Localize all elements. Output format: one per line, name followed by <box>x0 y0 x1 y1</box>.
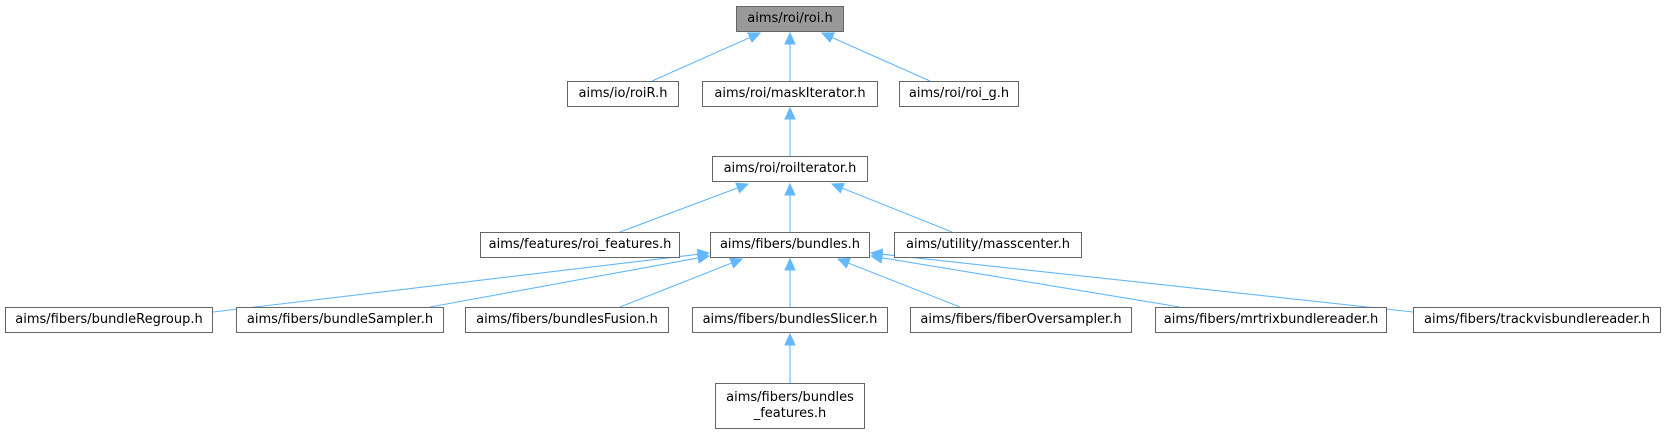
edge-trackvisbundlereader-to-bundles-arrowhead <box>869 248 884 260</box>
edge-bundlesFusion-to-bundles <box>619 262 732 308</box>
node-bundleRegroup-h[interactable]: aims/fibers/bundleRegroup.h <box>5 307 213 333</box>
node-mrtrixbundlereader-h[interactable]: aims/fibers/mrtrixbundlereader.h <box>1155 307 1387 333</box>
node-bundlesSlicer-h[interactable]: aims/fibers/bundlesSlicer.h <box>692 307 888 333</box>
node-masscenter-h[interactable]: aims/utility/masscenter.h <box>894 232 1082 258</box>
edge-bundleSampler-to-bundles-arrowhead <box>696 252 711 264</box>
edge-roi-features-to-roiIterator <box>619 187 738 233</box>
edge-roiR-to-roi <box>651 36 751 82</box>
edge-mrtrixbundlereader-to-bundles <box>881 257 1181 308</box>
edge-masscenter-to-roiIterator-arrowhead <box>830 182 845 194</box>
edge-bundles-to-roiIterator-arrowhead <box>784 182 796 196</box>
node-fiberOversampler-h[interactable]: aims/fibers/fiberOversampler.h <box>910 307 1132 333</box>
edge-bundles-features-to-bundlesSlicer-arrowhead <box>784 332 796 346</box>
edge-roi-g-to-roi <box>831 36 931 82</box>
node-roi-g-h[interactable]: aims/roi/roi_g.h <box>899 81 1019 107</box>
node-bundleSampler-h[interactable]: aims/fibers/bundleSampler.h <box>236 307 444 333</box>
edge-fiberOversampler-to-bundles-arrowhead <box>836 257 851 269</box>
edge-roiIterator-to-maskIterator-arrowhead <box>784 106 796 120</box>
node-roiR-h[interactable]: aims/io/roiR.h <box>567 81 679 107</box>
edge-trackvisbundlereader-to-bundles <box>881 253 1414 313</box>
edge-roi-features-to-roiIterator-arrowhead <box>735 182 750 194</box>
edge-bundlesSlicer-to-bundles-arrowhead <box>784 257 796 271</box>
edge-bundleRegroup-to-bundles <box>212 253 699 313</box>
edge-bundleSampler-to-bundles <box>429 257 699 308</box>
node-roi-features-h[interactable]: aims/features/roi_features.h <box>480 232 680 258</box>
node-bundles-features-h[interactable]: aims/fibers/bundles _features.h <box>715 383 865 429</box>
node-bundlesFusion-h[interactable]: aims/fibers/bundlesFusion.h <box>465 307 669 333</box>
node-maskIterator-h[interactable]: aims/roi/maskIterator.h <box>702 81 878 107</box>
node-trackvisbundlereader-h[interactable]: aims/fibers/trackvisbundlereader.h <box>1413 307 1661 333</box>
edge-masscenter-to-roiIterator <box>842 187 953 233</box>
edge-roiR-to-roi-arrowhead <box>747 32 762 43</box>
edge-maskIterator-to-roi-arrowhead <box>784 31 796 45</box>
edge-fiberOversampler-to-bundles <box>848 262 961 308</box>
edge-roi-g-to-roi-arrowhead <box>820 32 835 43</box>
node-bundles-h[interactable]: aims/fibers/bundles.h <box>710 232 870 258</box>
node-roiIterator-h[interactable]: aims/roi/roiIterator.h <box>712 156 868 182</box>
node-roi-h[interactable]: aims/roi/roi.h <box>736 6 844 32</box>
edge-bundlesFusion-to-bundles-arrowhead <box>729 257 744 269</box>
